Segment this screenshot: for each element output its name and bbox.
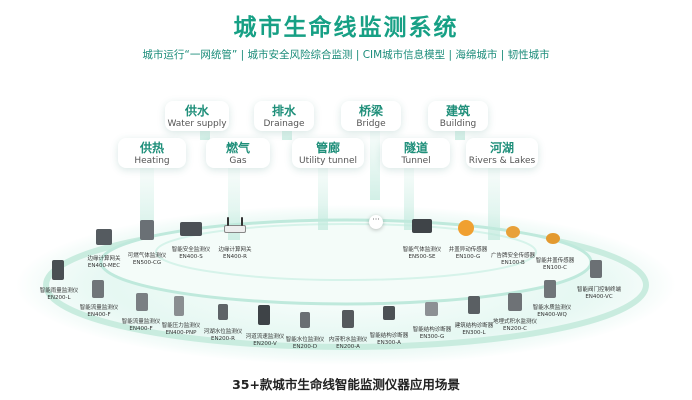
gauge-icon [218, 304, 228, 320]
category-zh: 供热 [139, 141, 164, 155]
meter-icon [136, 293, 148, 311]
platform-inner-ring [155, 223, 537, 281]
category-rivers-lakes: 河湖 Rivers & Lakes [466, 138, 538, 168]
diagnoser-icon [383, 306, 395, 320]
category-zh: 管廊 [315, 141, 340, 155]
light-pillar [370, 110, 380, 200]
sensor-icon [546, 233, 560, 244]
category-gas: 燃气 Gas [206, 138, 270, 168]
category-en: Drainage [263, 119, 305, 129]
diagnoser-icon [425, 302, 438, 316]
category-heating: 供热 Heating [118, 138, 186, 168]
category-en: Gas [229, 156, 247, 166]
page-title: 城市生命线监测系统 [233, 15, 459, 41]
footer-caption: 35+款城市生命线智能监测仪器应用场景 [232, 377, 460, 392]
light-pillar [318, 150, 328, 230]
category-en: Tunnel [401, 156, 431, 166]
light-pillar [228, 150, 240, 240]
meter-icon [174, 296, 184, 316]
category-en: Building [439, 119, 477, 129]
light-pillar [488, 150, 500, 240]
category-en: Rivers & Lakes [468, 156, 536, 166]
gateway-icon [96, 229, 112, 245]
category-en: Heating [134, 156, 170, 166]
category-drainage: 排水 Drainage [254, 101, 314, 131]
sensor-icon [458, 220, 474, 236]
diagnoser-icon [468, 296, 480, 314]
category-zh: 河湖 [489, 141, 514, 155]
antenna-icon [227, 217, 229, 226]
category-utility-tunnel: 管廊 Utility tunnel [292, 138, 364, 168]
category-zh: 隧道 [403, 141, 428, 155]
category-water-supply: 供水 Water supply [165, 101, 229, 131]
gauge-icon [342, 310, 354, 328]
detector-icon [140, 220, 154, 240]
category-zh: 建筑 [445, 104, 470, 118]
antenna-icon [241, 217, 243, 226]
category-zh: 燃气 [225, 141, 250, 155]
gauge-icon [52, 260, 64, 280]
category-en: Water supply [167, 119, 227, 129]
monitor-icon [508, 293, 522, 311]
page-subtitle: 城市运行“一网统管” | 城市安全风险综合监测 | CIM城市信息模型 | 海绵… [142, 49, 550, 61]
category-zh: 供水 [184, 104, 209, 118]
category-zh: 排水 [271, 104, 296, 118]
category-building: 建筑 Building [428, 101, 488, 131]
meter-icon [544, 280, 556, 298]
category-bridge: 桥梁 Bridge [341, 101, 401, 131]
gauge-icon [300, 312, 310, 328]
category-en: Utility tunnel [298, 156, 357, 166]
monitor-icon [412, 219, 432, 233]
router-icon [224, 225, 246, 233]
monitor-icon [180, 222, 202, 236]
meter-icon [92, 280, 104, 298]
controller-icon [590, 260, 602, 278]
category-en: Bridge [356, 119, 386, 129]
category-tunnel: 隧道 Tunnel [382, 138, 450, 168]
light-pillar [404, 150, 414, 230]
light-pillar [140, 150, 154, 240]
gauge-icon [258, 305, 270, 325]
category-zh: 桥梁 [358, 104, 383, 118]
sensor-icon [506, 226, 520, 238]
more-icon: ··· [369, 215, 383, 229]
